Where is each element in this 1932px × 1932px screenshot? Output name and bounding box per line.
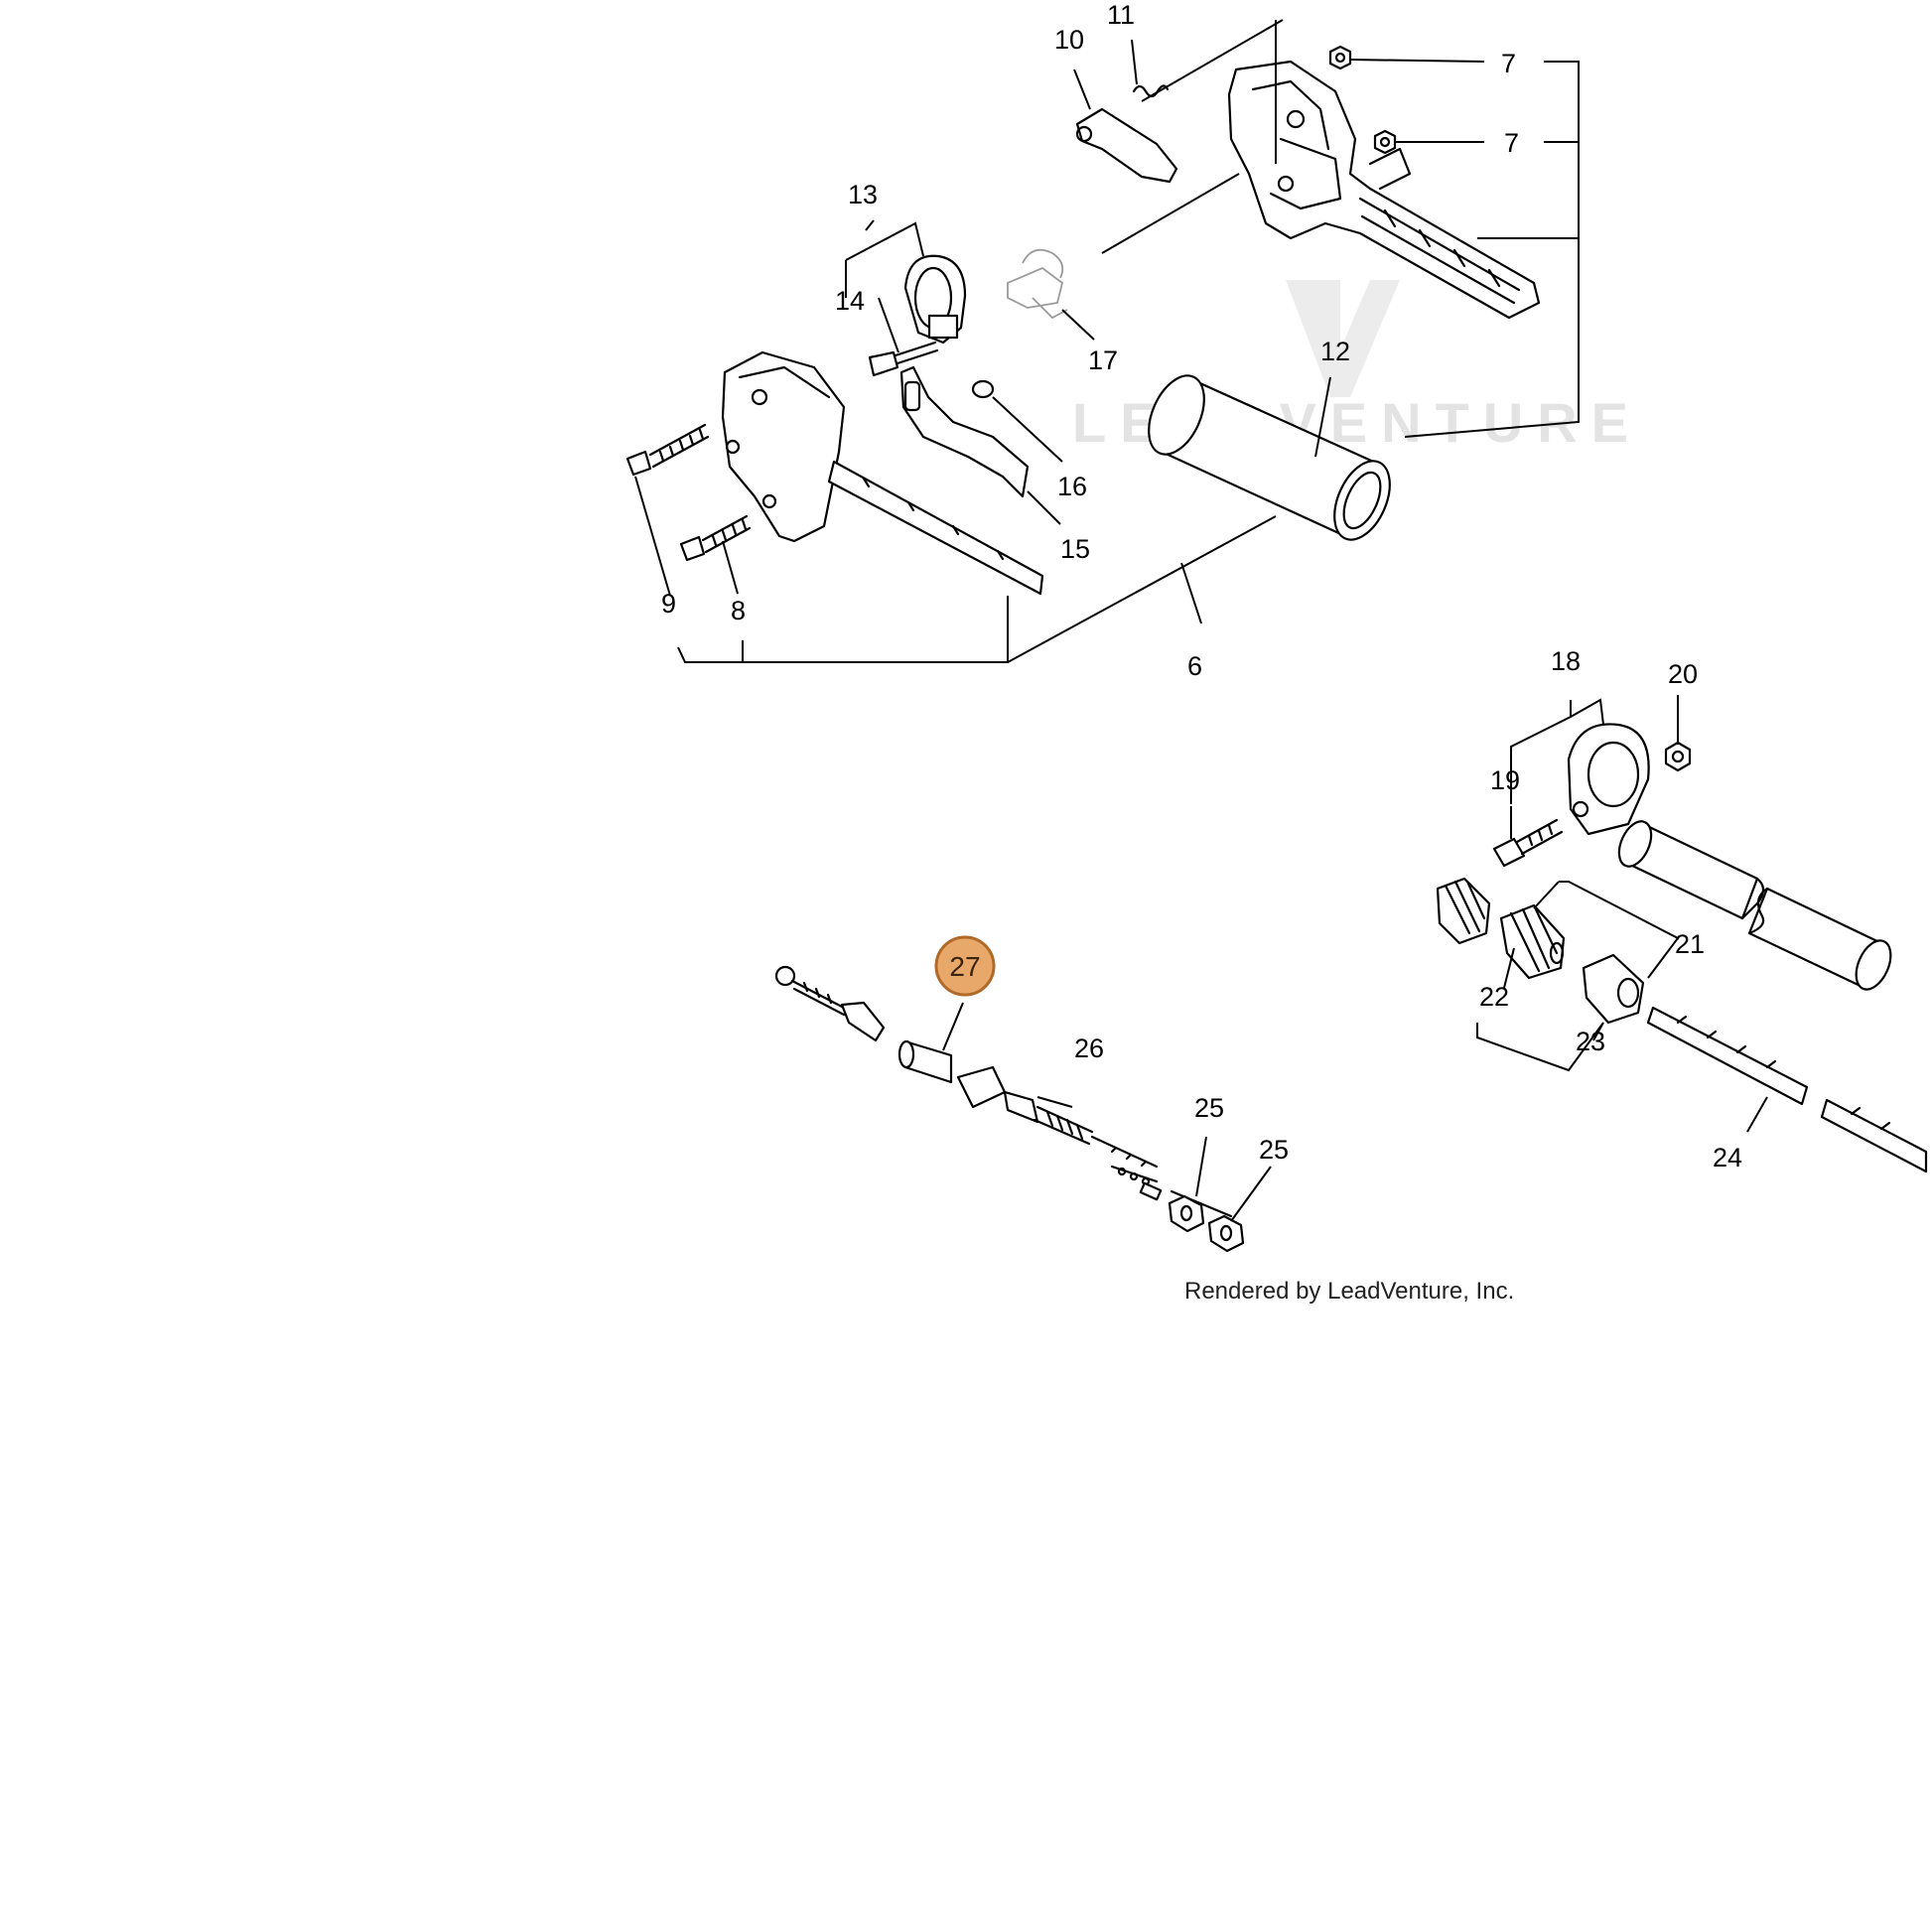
clamp-13 — [903, 254, 967, 345]
callout-14[interactable]: 14 — [835, 286, 865, 316]
callout-19[interactable]: 19 — [1490, 765, 1520, 795]
handle-housing-right — [1227, 60, 1541, 320]
callout-18[interactable]: 18 — [1551, 646, 1581, 676]
callout-11[interactable]: 11 — [1107, 0, 1135, 30]
callout-13[interactable]: 13 — [848, 180, 878, 209]
nut-23 — [1582, 953, 1645, 1025]
callout-27[interactable]: 27 — [949, 951, 980, 982]
callout-12[interactable]: 12 — [1320, 337, 1350, 366]
gear-22a — [1436, 877, 1491, 945]
nut-25a — [1168, 1194, 1205, 1233]
callout-26[interactable]: 26 — [1074, 1034, 1104, 1063]
bolt-14 — [868, 341, 939, 377]
highlight-circle — [934, 935, 996, 997]
sleeve-27 — [897, 1039, 953, 1084]
screw-9 — [625, 423, 710, 477]
tube-21b — [1747, 887, 1892, 991]
cable-end-left — [774, 965, 886, 1042]
callout-10[interactable]: 10 — [1054, 25, 1084, 55]
cable-26 — [956, 1065, 1233, 1218]
callout-7a[interactable]: 7 — [1501, 49, 1516, 78]
nut-7a — [1328, 45, 1352, 70]
callout-labels: 6 7 7 8 9 10 11 12 13 14 15 16 17 18 19 … — [661, 0, 1742, 1173]
callout-22[interactable]: 22 — [1479, 982, 1509, 1012]
trigger-15 — [899, 365, 1030, 498]
callout-15[interactable]: 15 — [1060, 534, 1090, 564]
clamp-18 — [1567, 723, 1650, 836]
callout-24[interactable]: 24 — [1713, 1143, 1742, 1173]
gear-22b — [1499, 903, 1566, 980]
tube-21a — [1617, 820, 1765, 920]
clip-17 — [1007, 248, 1068, 320]
nut-7b — [1373, 129, 1397, 155]
callout-21[interactable]: 21 — [1675, 929, 1705, 959]
callout-6[interactable]: 6 — [1187, 651, 1202, 681]
spring-11 — [1132, 84, 1170, 98]
pin-16 — [971, 379, 995, 399]
callout-9[interactable]: 9 — [661, 589, 676, 619]
leader-lines — [634, 19, 1768, 1222]
bolt-19 — [1492, 818, 1564, 868]
nut-20 — [1664, 741, 1692, 772]
callout-17[interactable]: 17 — [1088, 345, 1118, 375]
callout-23[interactable]: 23 — [1576, 1027, 1605, 1056]
callout-20[interactable]: 20 — [1668, 659, 1698, 689]
handle-housing-left — [721, 350, 1044, 596]
callout-27-highlight[interactable]: 27 — [934, 935, 996, 997]
screw-8 — [679, 514, 752, 562]
tube-12 — [1148, 374, 1391, 541]
callout-8[interactable]: 8 — [731, 596, 746, 625]
callout-25b[interactable]: 25 — [1259, 1135, 1289, 1165]
nut-25b — [1207, 1214, 1245, 1253]
callout-7b[interactable]: 7 — [1504, 128, 1519, 158]
lever-10 — [1075, 107, 1178, 184]
render-credit: Rendered by LeadVenture, Inc. — [1184, 1278, 1514, 1305]
shaft-24 — [1646, 1006, 1928, 1173]
callout-16[interactable]: 16 — [1057, 472, 1087, 501]
callout-25a[interactable]: 25 — [1194, 1093, 1224, 1123]
